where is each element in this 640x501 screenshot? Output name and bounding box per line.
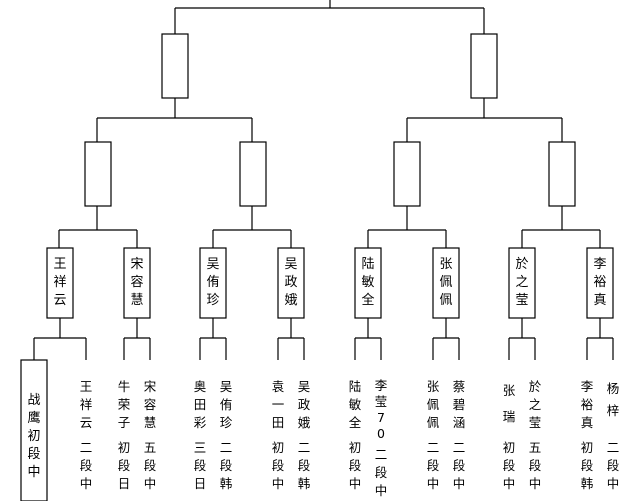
round2-box-1 xyxy=(46,247,74,319)
entrant-name-15: 杨梓 xyxy=(606,381,620,418)
round2-box-8 xyxy=(586,247,614,319)
bracket-connectors-round1 xyxy=(33,318,614,360)
bracket-connectors-top xyxy=(174,0,485,34)
entrant-rank-1: 二段中 xyxy=(79,440,93,491)
entrant-name-10: 张佩佩 xyxy=(426,379,440,430)
entrant-name-8: 陆敏全 xyxy=(348,379,362,430)
entrant-name-1: 王祥云 xyxy=(79,379,93,430)
entrant-name-2: 牛荣子 xyxy=(117,379,131,430)
round2-name-4: 吴政娥 xyxy=(284,257,298,308)
entrant-rank-13: 五段中 xyxy=(528,440,542,491)
entrant-rank-7: 二段韩 xyxy=(297,440,311,491)
round2-name-1: 王祥云 xyxy=(53,257,67,308)
entrant-rank-12: 初段中 xyxy=(502,440,516,491)
entrant-name-13: 於之莹 xyxy=(528,379,542,430)
entrant-rank-3: 五段中 xyxy=(143,440,157,491)
entrant-name-5: 吴侑珍 xyxy=(219,379,233,430)
entrant-name-9: 李莹70 xyxy=(374,378,388,441)
round2-name-2: 宋容慧 xyxy=(130,257,144,308)
entrant-name-6: 袁一田 xyxy=(271,379,285,430)
entrant-name-14: 李裕真 xyxy=(580,379,594,430)
entrant-rank-9: 二段中 xyxy=(374,447,388,498)
quarterfinal-slot-1 xyxy=(84,141,112,207)
entrant-name-7: 吴政娥 xyxy=(297,379,311,430)
entrant-rank-10: 二段中 xyxy=(426,440,440,491)
entrant-rank-15: 二段中 xyxy=(606,440,620,491)
round2-box-7 xyxy=(508,247,536,319)
entrant-name-11: 蔡碧涵 xyxy=(452,379,466,430)
entrant-name-12: 张瑞 xyxy=(502,383,516,424)
entrant-rank-4: 三段日 xyxy=(193,440,207,491)
quarterfinal-slot-4 xyxy=(548,141,576,207)
round2-box-5 xyxy=(354,247,382,319)
first-round-winner-box xyxy=(20,359,48,501)
entrant-name-3: 宋容慧 xyxy=(143,379,157,430)
entrant-rank-14: 初段韩 xyxy=(580,440,594,491)
round2-name-6: 张佩佩 xyxy=(439,257,453,308)
round2-name-7: 於之莹 xyxy=(515,257,529,308)
round2-name-8: 李裕真 xyxy=(593,257,607,308)
quarterfinal-slot-2 xyxy=(239,141,267,207)
round2-name-3: 吴侑珍 xyxy=(206,257,220,308)
round2-box-6 xyxy=(432,247,460,319)
entrant-rank-11: 二段中 xyxy=(452,440,466,491)
semifinal-slot-left xyxy=(161,33,189,99)
bracket-connectors-semi xyxy=(96,98,563,142)
quarterfinal-slot-3 xyxy=(393,141,421,207)
semifinal-slot-right xyxy=(470,33,498,99)
entrant-name-4: 奥田彩 xyxy=(193,379,207,430)
entrant-rank-5: 二段韩 xyxy=(219,440,233,491)
first-round-winner: 战鹰初段中 xyxy=(27,393,41,480)
entrant-rank-6: 初段中 xyxy=(271,440,285,491)
entrant-rank-8: 初段中 xyxy=(348,440,362,491)
entrant-rank-2: 初段日 xyxy=(117,440,131,491)
round2-name-5: 陆敏全 xyxy=(361,257,375,308)
bracket-connectors-quarter xyxy=(58,206,601,248)
